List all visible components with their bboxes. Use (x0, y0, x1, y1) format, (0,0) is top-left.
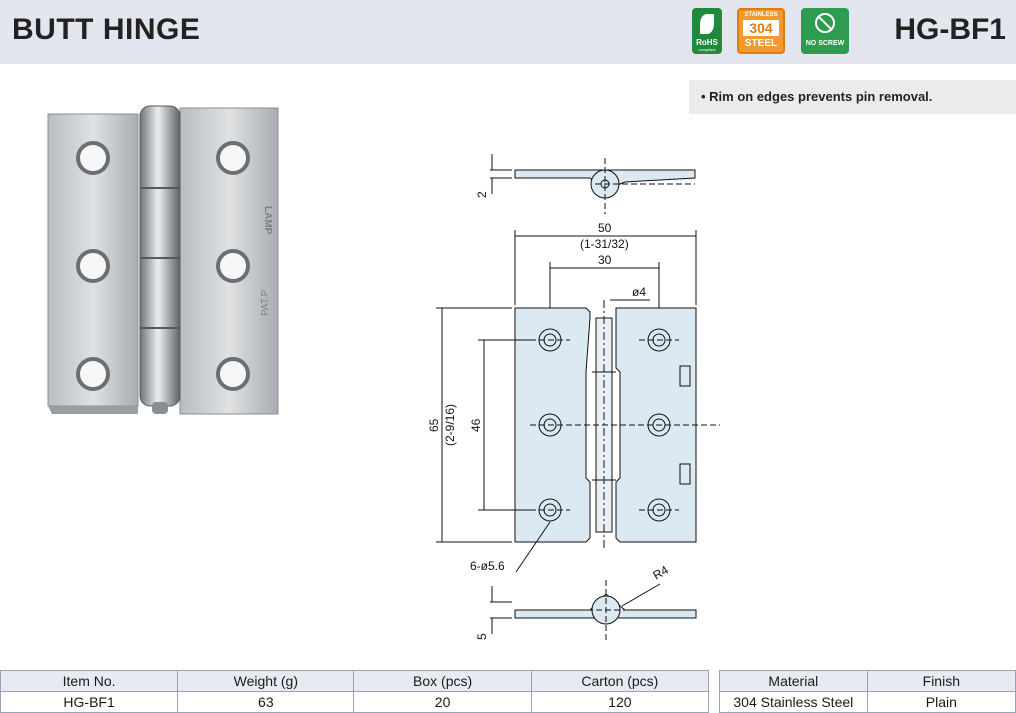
no-screw-label: NO SCREW (805, 40, 845, 47)
spec-weight: 63 (177, 691, 355, 713)
spec-table: Item No. Weight (g) Box (pcs) Carton (pc… (0, 670, 710, 713)
top-view (490, 154, 696, 214)
spec-box: 20 (353, 691, 532, 713)
material-value: 304 Stainless Steel (719, 691, 868, 713)
feature-note: • Rim on edges prevents pin removal. (689, 80, 1016, 114)
radius-leader (621, 583, 661, 607)
table-row: HG-BF1 63 20 120 (0, 691, 710, 713)
spec-item-no: HG-BF1 (0, 691, 179, 713)
hole-leader (515, 521, 551, 573)
spec-header-carton: Carton (pcs) (530, 670, 710, 692)
material-header-material: Material (719, 670, 868, 692)
lamp-stamp: LAMP (262, 206, 273, 235)
table-row: 304 Stainless Steel Plain (719, 691, 1016, 713)
hinge-photo: LAMP PAT.P (47, 105, 279, 415)
hinge-holes (76, 141, 250, 391)
dim-overall-width-inch: (1-31/32) (580, 237, 629, 251)
no-screw-badge: NO SCREW (801, 8, 849, 54)
bottom-view (490, 580, 697, 640)
technical-drawing: 2 50 (1-31/32) 30 ø4 65 (2-9/16) 46 6-ø5… (427, 154, 720, 640)
page-title: BUTT HINGE (12, 13, 201, 46)
dim-overall-height-inch: (2-9/16) (443, 404, 457, 446)
no-screw-icon (815, 13, 835, 33)
dim-overall-width: 50 (598, 221, 612, 235)
stainless-304-badge: STAINLESS 304 STEEL (737, 8, 785, 54)
mounting-holes (530, 328, 720, 522)
finish-value: Plain (866, 691, 1016, 713)
header-bar: BUTT HINGE RoHS compliant STAINLESS 304 … (0, 0, 1016, 64)
stainless-top-label: STAINLESS (744, 12, 778, 18)
dim-holes: 6-ø5.6 (470, 559, 505, 573)
dim-radius: R4 (651, 563, 672, 583)
height-dimensions (436, 307, 535, 543)
dim-overall-height: 65 (427, 418, 441, 432)
rohs-label: RoHS (696, 38, 718, 47)
hinge-knuckle (139, 105, 181, 414)
spec-header-item-no: Item No. (0, 670, 179, 692)
dim-bottom-thickness: 5 (475, 633, 489, 640)
material-table: Material Finish 304 Stainless Steel Plai… (719, 670, 1016, 713)
material-header-finish: Finish (866, 670, 1016, 692)
dim-hole-spacing-h: 30 (598, 253, 612, 267)
patent-stamp: PAT.P (260, 289, 271, 316)
dim-pin-diameter: ø4 (632, 285, 646, 299)
dim-hole-spacing-v: 46 (469, 418, 483, 432)
model-number: HG-BF1 (894, 13, 1006, 46)
rohs-badge: RoHS compliant (692, 8, 722, 54)
spec-header-row: Item No. Weight (g) Box (pcs) Carton (pc… (0, 670, 710, 692)
leaf-icon (700, 14, 714, 34)
material-header-row: Material Finish (719, 670, 1016, 692)
dim-top-thickness: 2 (475, 191, 489, 198)
spec-carton: 120 (530, 691, 710, 713)
stainless-grade-label: 304 (743, 20, 779, 36)
stainless-bottom-label: STEEL (744, 38, 778, 49)
spec-header-weight: Weight (g) (177, 670, 355, 692)
spec-header-box: Box (pcs) (353, 670, 532, 692)
rohs-sub-label: compliant (698, 47, 716, 52)
